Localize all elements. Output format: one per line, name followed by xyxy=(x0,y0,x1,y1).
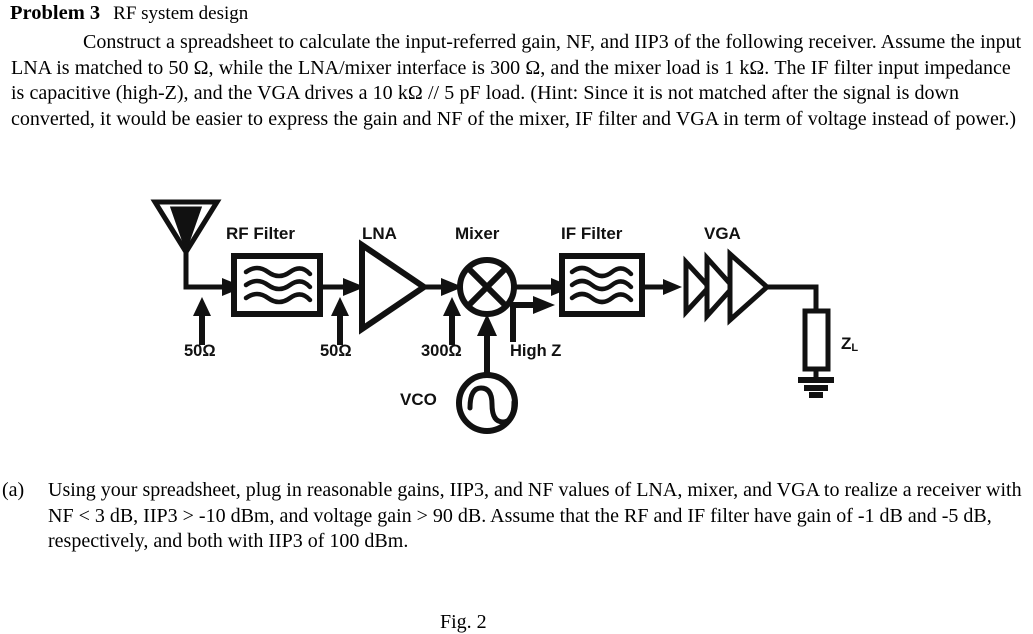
label-rf-filter: RF Filter xyxy=(226,224,295,243)
impedance-arrow-rf-out xyxy=(331,297,349,345)
label-vga: VGA xyxy=(704,224,741,243)
load-impedance-subscript: L xyxy=(851,342,859,354)
label-impedance-antenna: 50Ω xyxy=(184,342,216,360)
vco-sine-circle-icon xyxy=(456,372,518,434)
label-vco: VCO xyxy=(400,390,437,409)
problem-subtitle: RF system design xyxy=(113,3,249,24)
part-a: (a) Using your spreadsheet, plug in reas… xyxy=(2,478,1032,555)
filter-wave-icon xyxy=(569,265,634,305)
mixer-circle-x-icon xyxy=(457,257,517,317)
load-impedance-symbol: Z xyxy=(841,334,852,353)
impedance-arrow-lna-out xyxy=(443,297,461,345)
resistor-icon xyxy=(802,308,831,380)
amplifier-triangle-icon xyxy=(359,239,430,335)
if-filter-block xyxy=(559,253,645,317)
label-mixer: Mixer xyxy=(455,224,500,243)
label-impedance-rf-out: 50Ω xyxy=(320,342,352,360)
rf-filter-block xyxy=(231,253,323,317)
figure-block-diagram: RF Filter LNA Mixer IF Filter VGA 50Ω 50… xyxy=(0,190,1033,633)
vga-triple-triangle-icon xyxy=(683,248,771,326)
label-load-impedance: ZL xyxy=(841,334,858,354)
label-high-z: High Z xyxy=(510,342,562,360)
rf-receiver-block-diagram xyxy=(150,199,834,434)
problem-statement: Construct a spreadsheet to calculate the… xyxy=(11,31,1022,130)
vco-link-arrow xyxy=(477,314,497,375)
problem-number: Problem 3 xyxy=(10,2,101,24)
label-lna: LNA xyxy=(362,224,397,243)
impedance-arrow-antenna xyxy=(193,297,211,345)
filter-wave-icon xyxy=(243,265,313,305)
part-a-text: Using your spreadsheet, plug in reasonab… xyxy=(48,479,1022,553)
high-z-arrow-icon xyxy=(510,296,555,342)
part-a-marker: (a) xyxy=(2,479,25,501)
figure-caption: Fig. 2 xyxy=(440,611,487,633)
label-if-filter: IF Filter xyxy=(561,224,623,243)
label-impedance-lna-out: 300Ω xyxy=(421,342,462,360)
ground-icon xyxy=(798,377,834,398)
page-title: Problem 3 RF system design xyxy=(10,1,248,26)
